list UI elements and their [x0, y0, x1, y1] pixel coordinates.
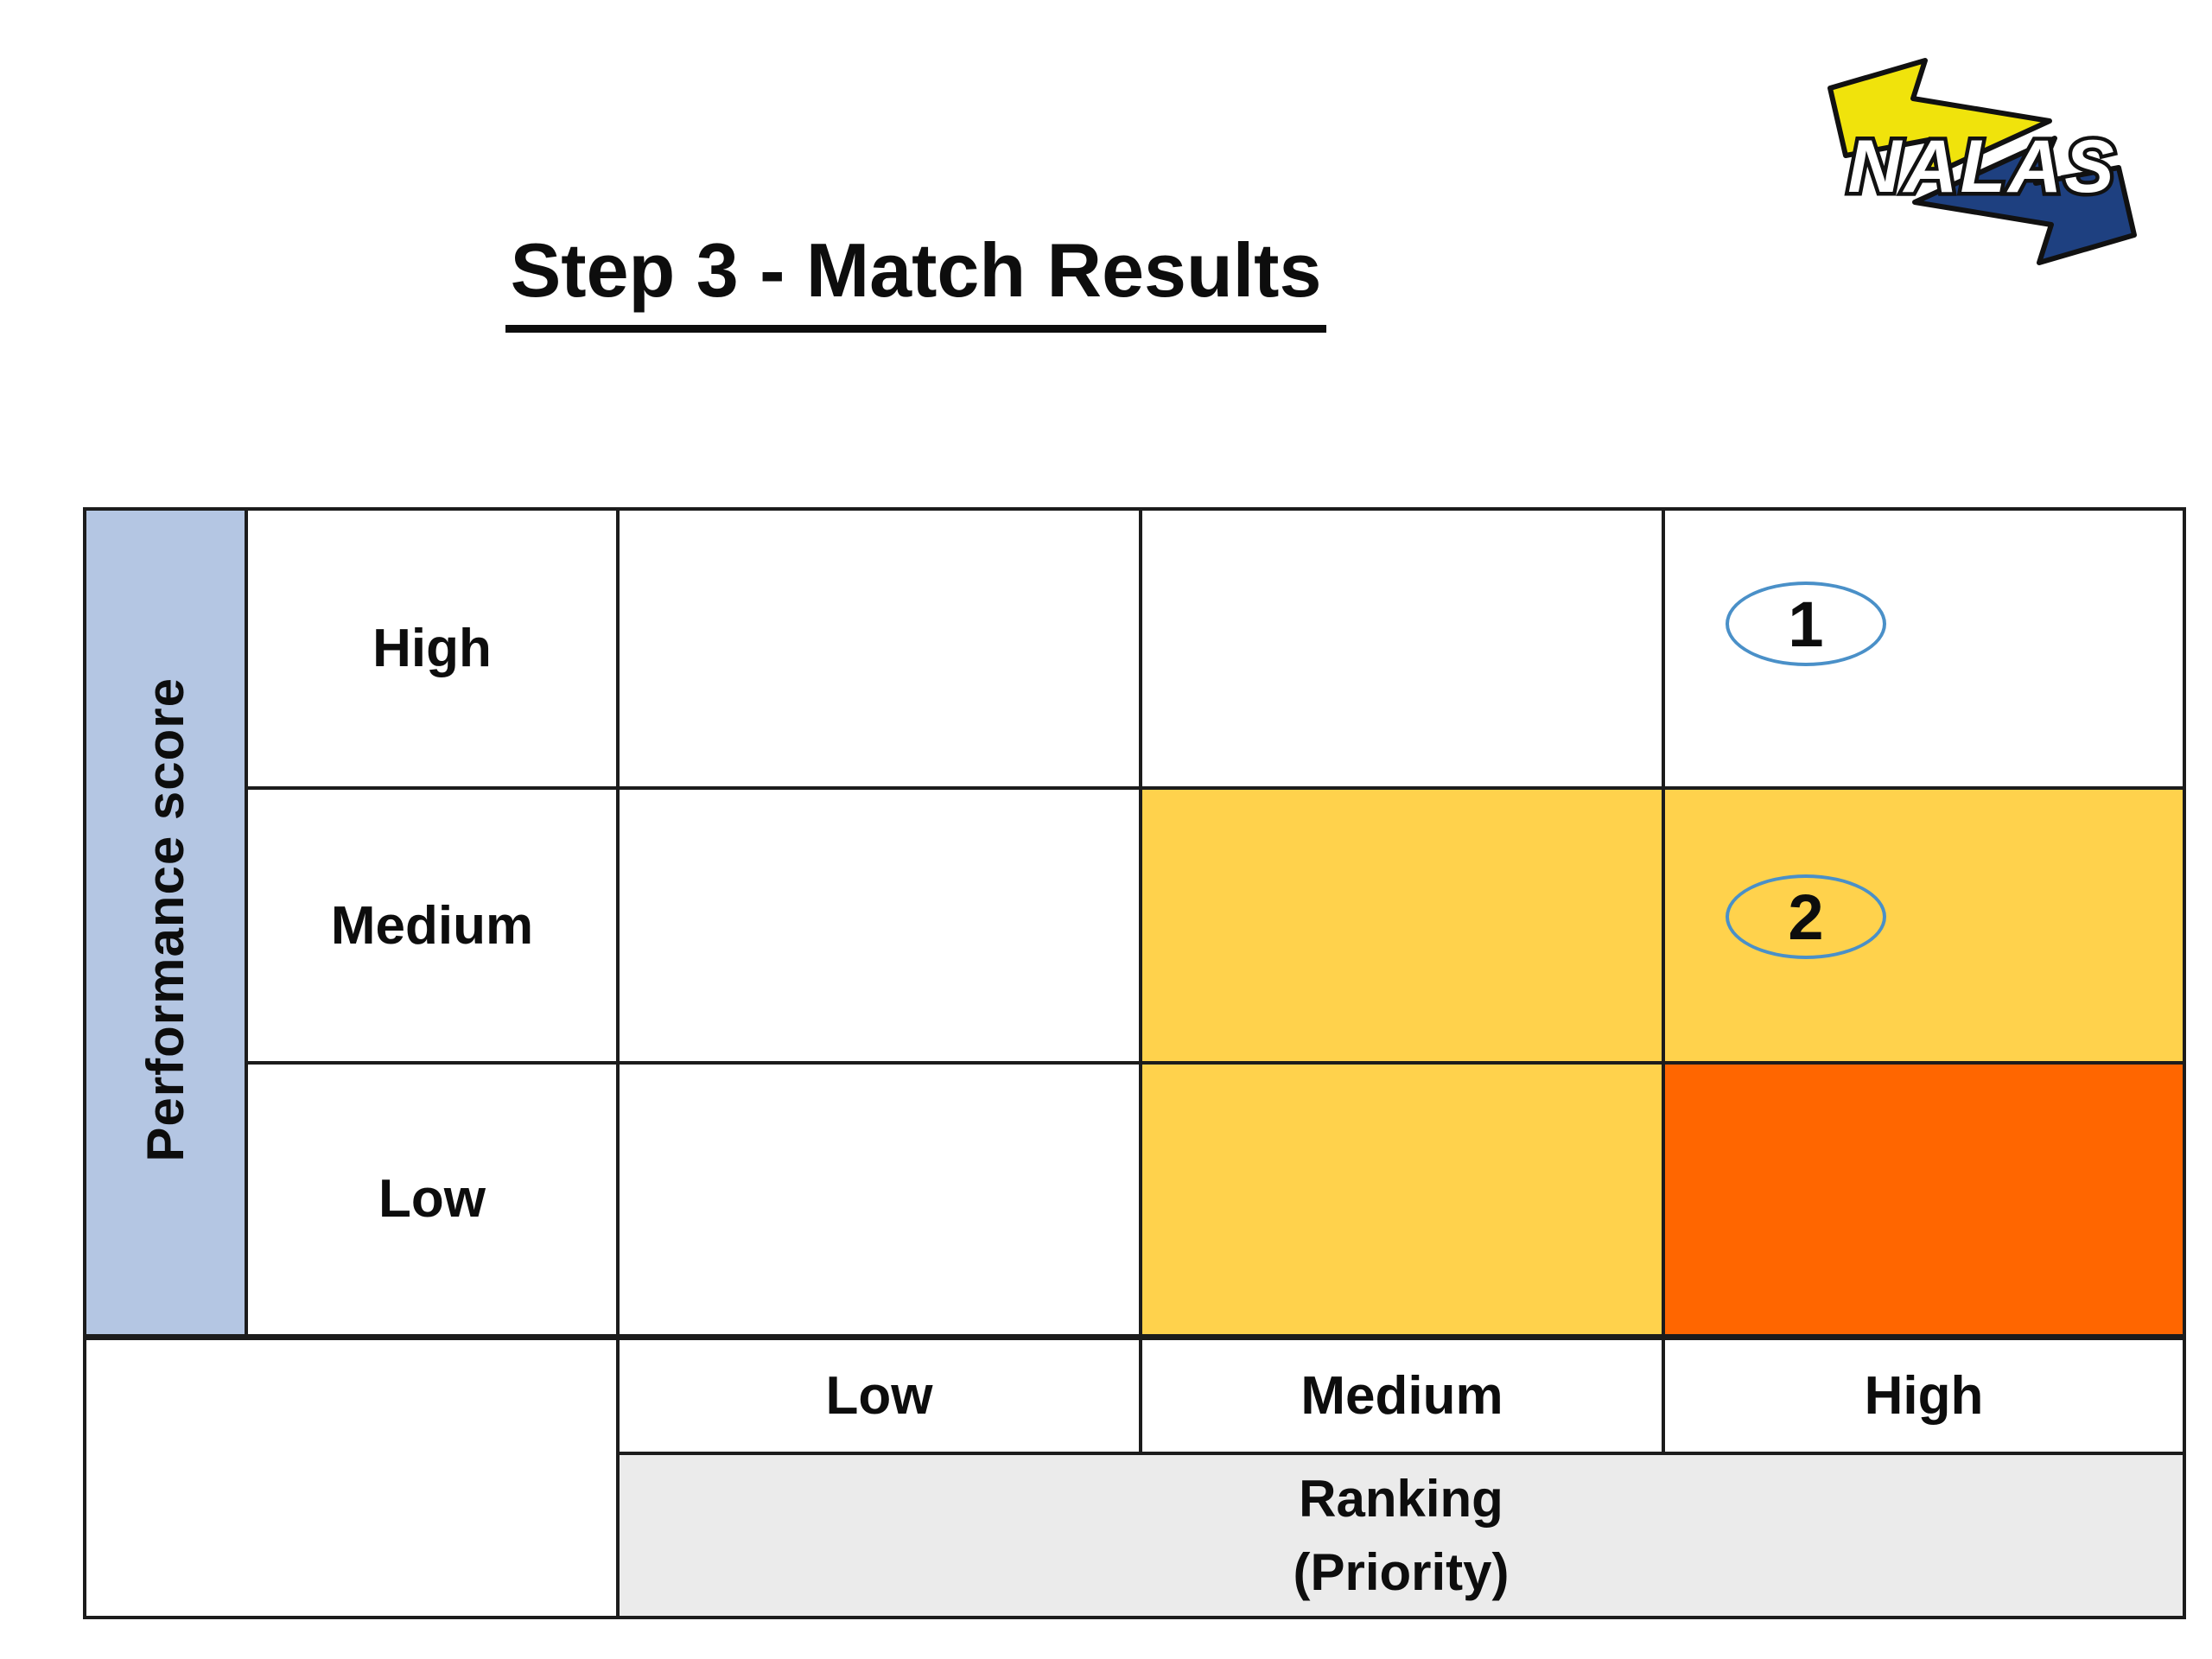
x-axis-label-line1: Ranking [1299, 1469, 1503, 1528]
row-label-low: Low [245, 1061, 620, 1340]
col-label-high: High [1662, 1333, 2186, 1455]
cell-low-low [616, 1061, 1142, 1340]
y-axis-cell: Performance score [83, 507, 248, 1338]
cell-high-high: 1 [1662, 507, 2186, 790]
x-axis-label-line2: (Priority) [1293, 1543, 1510, 1601]
cell-low-medium [1139, 1061, 1665, 1340]
col-label-medium: Medium [1139, 1333, 1665, 1455]
logo-text: NALAS [1847, 125, 2116, 208]
rank-badge-1: 1 [1726, 582, 1886, 666]
nalas-logo: NALAS [1827, 58, 2137, 265]
logo-yellow-bolt-icon [1827, 58, 2052, 188]
row-label-high: High [245, 507, 620, 790]
cell-high-low [616, 507, 1142, 790]
x-axis-label-cell: Ranking (Priority) [616, 1452, 2186, 1619]
page-title: Step 3 - Match Results [505, 226, 1327, 333]
cell-high-medium [1139, 507, 1665, 790]
cell-medium-high: 2 [1662, 786, 2186, 1065]
logo-navy-bolt-icon [1912, 136, 2137, 265]
bottom-left-spacer [83, 1333, 620, 1619]
priority-matrix: Performance score High 1 Medium 2 Low [83, 507, 2186, 1619]
logo-bolts [1827, 58, 2137, 265]
col-label-low: Low [616, 1333, 1142, 1455]
cell-medium-low [616, 786, 1142, 1065]
y-axis-label: Performance score [137, 677, 194, 1163]
rank-badge-2: 2 [1726, 874, 1886, 959]
cell-medium-medium [1139, 786, 1665, 1065]
title-wrap: Step 3 - Match Results [0, 226, 1832, 333]
row-label-medium: Medium [245, 786, 620, 1065]
cell-low-high [1662, 1061, 2186, 1340]
